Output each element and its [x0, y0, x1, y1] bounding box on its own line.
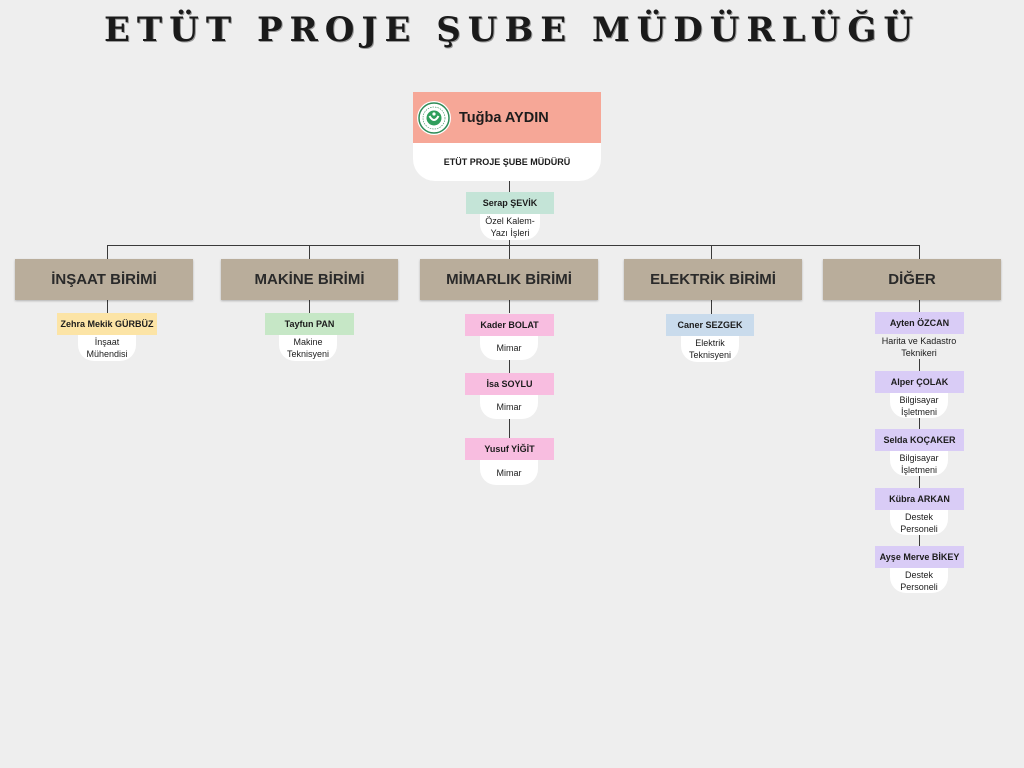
staff-name: Ayşe Merve BİKEY	[875, 546, 964, 568]
connector-line	[919, 359, 920, 371]
connector-line	[107, 245, 920, 246]
connector-line	[107, 300, 108, 313]
university-seal-icon	[417, 100, 451, 135]
unit-makine: MAKİNE BİRİMİ	[221, 259, 398, 300]
connector-line	[509, 300, 510, 313]
connector-line	[309, 300, 310, 313]
connector-line	[919, 245, 920, 259]
connector-line	[711, 245, 712, 259]
connector-line	[509, 360, 510, 373]
unit-mimarlik: MİMARLIK BİRİMİ	[420, 259, 598, 300]
staff-name: Alper ÇOLAK	[875, 371, 964, 393]
staff-role-text: Bilgisayar İşletmeni	[899, 394, 939, 417]
staff-role-text: Mimar	[496, 402, 522, 412]
staff-name: Caner SEZGEK	[666, 314, 754, 336]
staff-role-text: İnşaat Mühendisi	[86, 337, 128, 359]
staff-name: Tayfun PAN	[265, 313, 354, 335]
assistant-role: Özel Kalem- Yazı İşleri	[480, 214, 540, 240]
staff-role: Mimar	[480, 336, 538, 360]
connector-line	[509, 245, 510, 259]
head-role-card: ETÜT PROJE ŞUBE MÜDÜRÜ	[413, 143, 601, 181]
staff-name: İsa SOYLU	[465, 373, 554, 395]
staff-role-text: Makine Teknisyeni	[286, 337, 330, 359]
staff-role-text: Elektrik Teknisyeni	[688, 338, 732, 360]
connector-line	[919, 535, 920, 546]
staff-role-text: Harita ve Kadastro Teknikeri	[881, 335, 957, 358]
connector-line	[509, 419, 510, 438]
staff-role-text: Destek Personeli	[900, 511, 938, 534]
staff-role: İnşaat Mühendisi	[78, 335, 136, 361]
staff-name: Selda KOÇAKER	[875, 429, 964, 451]
head-role: ETÜT PROJE ŞUBE MÜDÜRÜ	[443, 157, 571, 167]
staff-role: Mimar	[480, 460, 538, 485]
staff-role: Harita ve Kadastro Teknikeri	[862, 334, 976, 359]
staff-role: Bilgisayar İşletmeni	[890, 451, 948, 476]
unit-elektrik: ELEKTRİK BİRİMİ	[624, 259, 802, 300]
assistant-role-text: Özel Kalem- Yazı İşleri	[485, 216, 535, 238]
connector-line	[309, 245, 310, 259]
staff-role-text: Mimar	[496, 467, 522, 478]
page-title: ETÜT PROJE ŞUBE MÜDÜRLÜĞÜ	[103, 10, 921, 50]
connector-line	[711, 300, 712, 314]
head-card: Tuğba AYDIN	[413, 92, 601, 143]
staff-role: Elektrik Teknisyeni	[681, 336, 739, 362]
connector-line	[919, 418, 920, 429]
staff-role: Bilgisayar İşletmeni	[890, 393, 948, 418]
head-name: Tuğba AYDIN	[459, 109, 549, 126]
connector-line	[919, 476, 920, 488]
staff-role-text: Bilgisayar İşletmeni	[899, 452, 939, 475]
connector-line	[107, 245, 108, 259]
staff-name: Yusuf YİĞİT	[465, 438, 554, 460]
staff-role: Makine Teknisyeni	[279, 335, 337, 361]
staff-role-text: Mimar	[496, 343, 522, 353]
staff-role: Destek Personeli	[890, 510, 948, 535]
staff-role: Mimar	[480, 395, 538, 419]
staff-role-text: Destek Personeli	[900, 569, 938, 592]
staff-role: Destek Personeli	[890, 568, 948, 593]
staff-name: Ayten ÖZCAN	[875, 312, 964, 334]
staff-name: Kübra ARKAN	[875, 488, 964, 510]
staff-name: Kader BOLAT	[465, 314, 554, 336]
connector-line	[919, 300, 920, 312]
staff-name: Zehra Mekik GÜRBÜZ	[57, 313, 157, 335]
unit-insaat: İNŞAAT BİRİMİ	[15, 259, 193, 300]
assistant-name: Serap ŞEVİK	[466, 192, 554, 214]
unit-diger: DİĞER	[823, 259, 1001, 300]
